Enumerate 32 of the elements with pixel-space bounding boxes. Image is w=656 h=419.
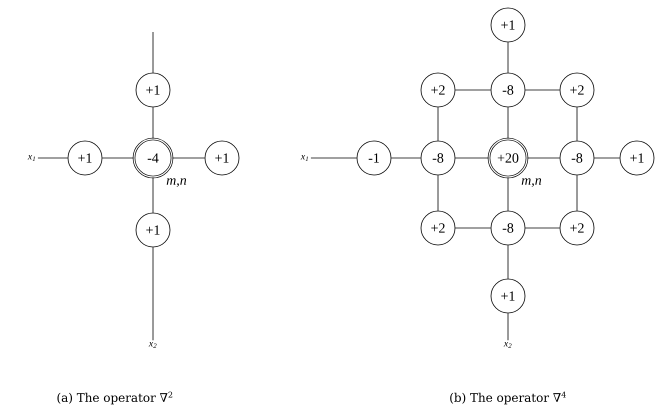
circle-node: +1 xyxy=(620,140,654,176)
circle-node: +2 xyxy=(420,72,456,108)
axis-label: x$_{1}$ xyxy=(28,154,35,162)
connector-line xyxy=(152,107,154,140)
circle-node: +1 xyxy=(68,140,102,176)
node-caption: m,n xyxy=(166,178,186,187)
connector-line xyxy=(576,175,578,211)
connector-line xyxy=(576,107,578,141)
node-caption: m,n xyxy=(522,178,542,187)
circle-node: -8 xyxy=(420,140,456,176)
circle-node: +2 xyxy=(560,72,594,108)
double-circle-node: -4 xyxy=(132,138,174,178)
circle-node: -8 xyxy=(560,140,594,176)
axis-label: x$_{2}$ xyxy=(504,342,512,348)
circle-node: +2 xyxy=(420,210,456,246)
circle-node: +1 xyxy=(136,212,170,248)
double-circle-node: +20 xyxy=(488,138,528,178)
axis-label: x$_{1}$ xyxy=(300,154,308,162)
figure-caption: (b) The operator ∇$^{4}$ xyxy=(450,392,566,404)
circle-node: -8 xyxy=(490,72,526,108)
circle-node: -1 xyxy=(356,140,392,176)
circle-node: +2 xyxy=(560,210,594,246)
circle-node: +1 xyxy=(490,8,526,42)
circle-node: +1 xyxy=(204,140,240,176)
figure-caption: (a) The operator ∇$^{2}$ xyxy=(57,392,172,404)
circle-node: +1 xyxy=(136,72,170,108)
axis-label: x$_{2}$ xyxy=(148,342,157,348)
circle-node: -8 xyxy=(490,210,526,246)
connector-line xyxy=(152,176,154,213)
connector-line xyxy=(152,247,154,341)
circle-node: +1 xyxy=(490,278,526,314)
connector-line xyxy=(152,32,154,73)
